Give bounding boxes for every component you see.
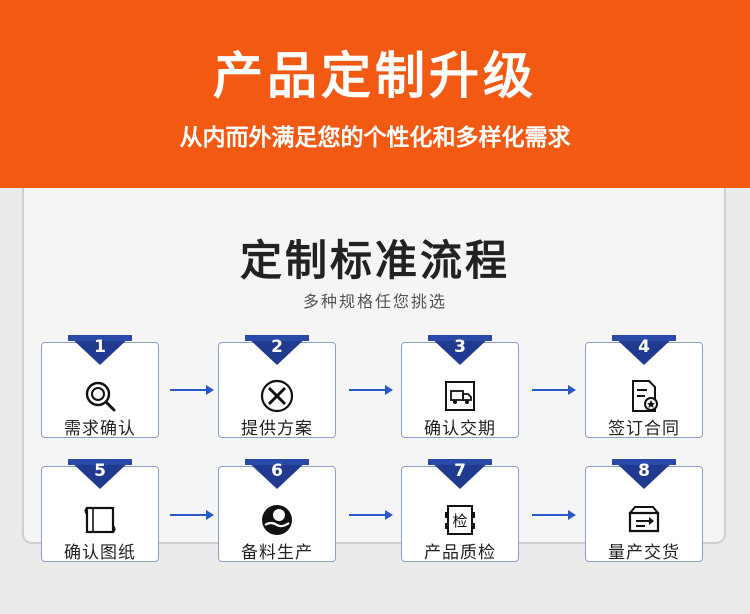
flow-arrow xyxy=(349,510,393,520)
step-label-2: 提供方案 xyxy=(241,419,313,439)
step-label-7: 产品质检 xyxy=(424,543,496,563)
step-number-7: 7 xyxy=(454,461,466,481)
step-badge-2: 2 xyxy=(245,335,309,367)
flow-arrow xyxy=(170,385,214,395)
flow-arrow xyxy=(532,510,576,520)
step-badge-6: 6 xyxy=(245,459,309,491)
step-number-1: 1 xyxy=(94,337,106,357)
step-number-2: 2 xyxy=(271,337,283,357)
step-number-8: 8 xyxy=(638,461,650,481)
search-document-icon xyxy=(83,379,117,413)
step-card-6: 6 备料生产 xyxy=(218,459,336,563)
header-banner: 产品定制升级 从内而外满足您的个性化和多样化需求 xyxy=(0,0,750,188)
step-badge-5: 5 xyxy=(68,459,132,491)
flow-arrow xyxy=(349,385,393,395)
step-card-3: 3 确认交期 xyxy=(401,335,519,439)
tools-icon xyxy=(260,379,294,413)
process-title: 定制标准流程 xyxy=(239,236,510,285)
flow-arrow xyxy=(170,510,214,520)
inspection-stamp-text: 检 xyxy=(452,512,467,530)
hand-material-icon xyxy=(260,503,294,537)
blueprint-icon xyxy=(83,503,117,537)
step-label-8: 量产交货 xyxy=(608,543,680,563)
step-badge-4: 4 xyxy=(612,335,676,367)
header-subtitle: 从内而外满足您的个性化和多样化需求 xyxy=(179,125,571,151)
step-badge-8: 8 xyxy=(612,459,676,491)
process-subtitle: 多种规格任您挑选 xyxy=(302,292,447,311)
inspection-icon: 检 xyxy=(443,503,477,537)
delivery-truck-icon xyxy=(443,379,477,413)
header-title: 产品定制升级 xyxy=(213,47,537,105)
step-label-4: 签订合同 xyxy=(608,419,680,439)
step-number-3: 3 xyxy=(454,337,466,357)
box-delivery-icon xyxy=(627,503,661,537)
step-label-6: 备料生产 xyxy=(241,543,313,563)
step-label-3: 确认交期 xyxy=(424,419,496,439)
step-card-1: 1 需求确认 xyxy=(41,335,159,439)
step-badge-1: 1 xyxy=(68,335,132,367)
flow-arrow xyxy=(532,385,576,395)
step-badge-7: 7 xyxy=(428,459,492,491)
step-number-5: 5 xyxy=(94,461,106,481)
contract-icon xyxy=(627,379,661,413)
step-card-2: 2 提供方案 xyxy=(218,335,336,439)
step-card-7: 7 检 产品质检 xyxy=(401,459,519,563)
step-card-5: 5 确认图纸 xyxy=(41,459,159,563)
step-number-4: 4 xyxy=(638,337,650,357)
step-card-8: 8 量产交货 xyxy=(585,459,703,563)
step-label-1: 需求确认 xyxy=(64,419,136,439)
step-label-5: 确认图纸 xyxy=(64,543,136,563)
step-badge-3: 3 xyxy=(428,335,492,367)
step-card-4: 4 签订合同 xyxy=(585,335,703,439)
step-number-6: 6 xyxy=(271,461,283,481)
